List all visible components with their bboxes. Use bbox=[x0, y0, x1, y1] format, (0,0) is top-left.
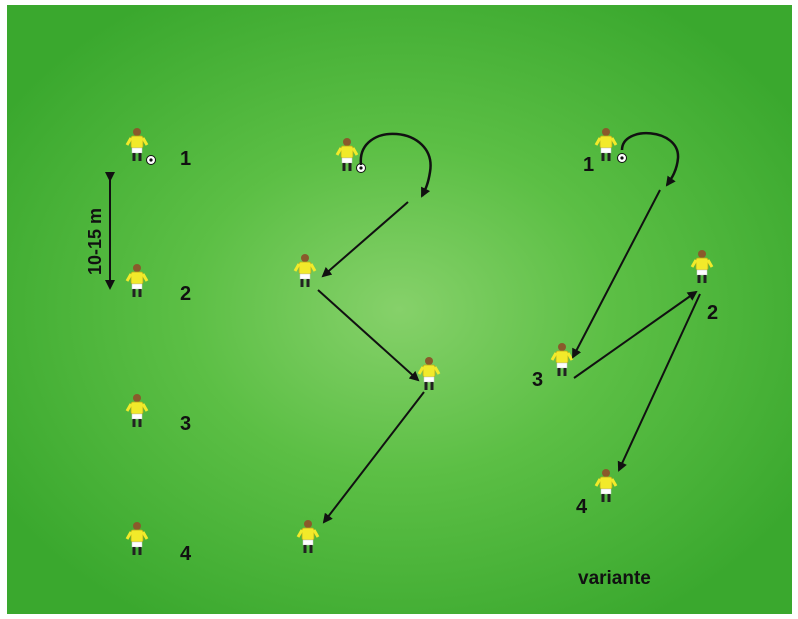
soccer-ball-icon bbox=[146, 155, 156, 165]
player-icon bbox=[125, 126, 149, 163]
left-number-1: 1 bbox=[180, 148, 191, 170]
right-number-2: 2 bbox=[707, 302, 718, 324]
distance-indicator: 10-15 m bbox=[85, 172, 115, 290]
left-column: 1 2 3 4 bbox=[125, 126, 192, 565]
soccer-ball-icon bbox=[617, 153, 627, 163]
curved-arrow-icon bbox=[620, 131, 680, 187]
middle-drill bbox=[293, 132, 441, 555]
player-icon bbox=[690, 248, 714, 285]
arrow-icon bbox=[321, 201, 409, 278]
variant-drill: 1 2 3 4 variante bbox=[532, 126, 718, 589]
right-number-3: 3 bbox=[532, 369, 543, 391]
player-icon bbox=[125, 262, 149, 299]
arrow-icon bbox=[573, 290, 698, 379]
arrow-icon bbox=[317, 289, 420, 382]
player-icon bbox=[125, 392, 149, 429]
player-icon bbox=[296, 518, 320, 555]
player-icon bbox=[417, 355, 441, 392]
player-icon bbox=[594, 126, 618, 163]
player-icon bbox=[550, 341, 574, 378]
arrow-icon bbox=[617, 293, 701, 472]
player-icon bbox=[125, 520, 149, 557]
distance-label: 10-15 m bbox=[85, 208, 105, 275]
soccer-field bbox=[7, 5, 792, 614]
player-icon bbox=[594, 467, 618, 504]
player-icon bbox=[335, 136, 359, 173]
left-number-4: 4 bbox=[180, 543, 192, 565]
curved-arrow-icon bbox=[359, 132, 432, 198]
left-number-2: 2 bbox=[180, 283, 191, 305]
variant-label: variante bbox=[578, 568, 651, 589]
player-icon bbox=[293, 252, 317, 289]
left-number-3: 3 bbox=[180, 413, 191, 435]
right-number-1: 1 bbox=[583, 154, 594, 176]
arrow-icon bbox=[572, 189, 661, 359]
arrow-icon bbox=[322, 391, 425, 524]
right-number-4: 4 bbox=[576, 496, 588, 518]
